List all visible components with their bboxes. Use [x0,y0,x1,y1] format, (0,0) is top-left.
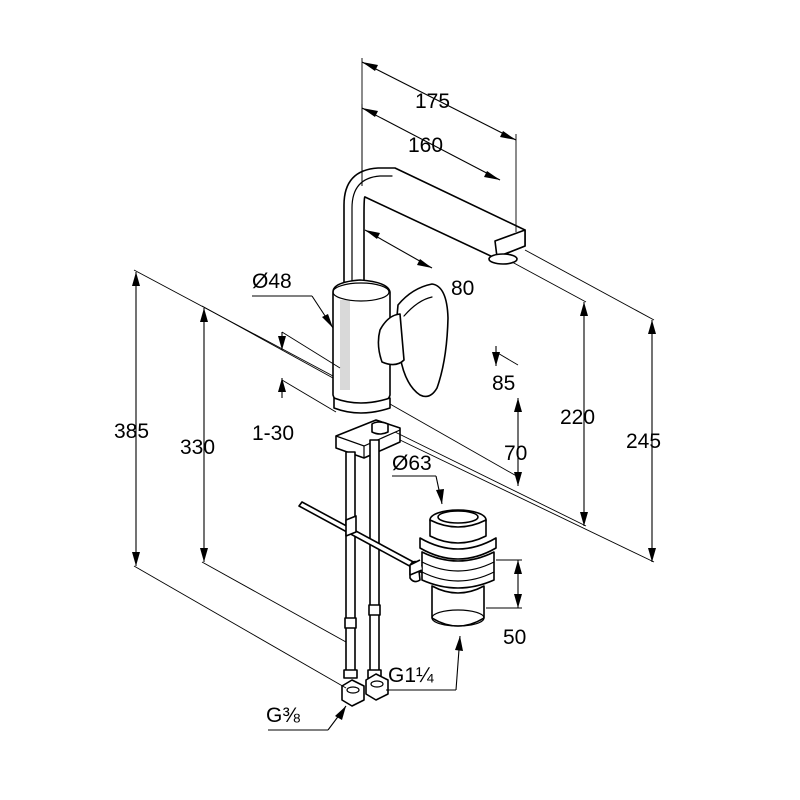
popup-waste [409,509,497,627]
dimension-80 [364,229,433,269]
dimension-label-385: 385 [114,420,149,443]
dimension-label-1-30: 1-30 [252,422,294,445]
dimension-1-30 [278,378,337,413]
dimension-50 [486,559,522,609]
dimension-label-160: 160 [408,134,443,157]
dimension-70 [389,398,522,486]
faucet-spout [343,167,526,289]
dimension-385 [132,269,347,689]
dimension-label-63: Ø63 [392,452,432,475]
dimension-label-48: Ø48 [252,270,292,293]
dimension-label-80: 80 [451,277,474,300]
dimension-label-175: 175 [415,90,450,113]
dimension-label-85: 85 [492,372,515,395]
dimension-220 [394,261,588,527]
dimension-label-220: 220 [560,406,595,429]
dimension-63 [392,475,444,505]
dimension-85 [278,331,519,369]
dimension-330 [200,305,347,643]
dimension-label-245: 245 [626,430,661,453]
dimension-48 [252,295,334,329]
dimension-245 [399,249,656,563]
dimension-g38 [268,705,347,731]
faucet-body [332,279,391,414]
dimension-label-70: 70 [504,442,527,465]
dimension-label-330: 330 [180,436,215,459]
dimension-160 [361,104,501,186]
mounting-plate [335,419,401,459]
dimension-g114 [386,635,463,691]
dimension-label-g38: G⅜ [266,704,300,727]
supply-hoses [341,439,389,707]
dimension-label-g114: G1¼ [388,664,434,687]
lever-handle [377,283,449,398]
dimension-label-50: 50 [503,626,526,649]
